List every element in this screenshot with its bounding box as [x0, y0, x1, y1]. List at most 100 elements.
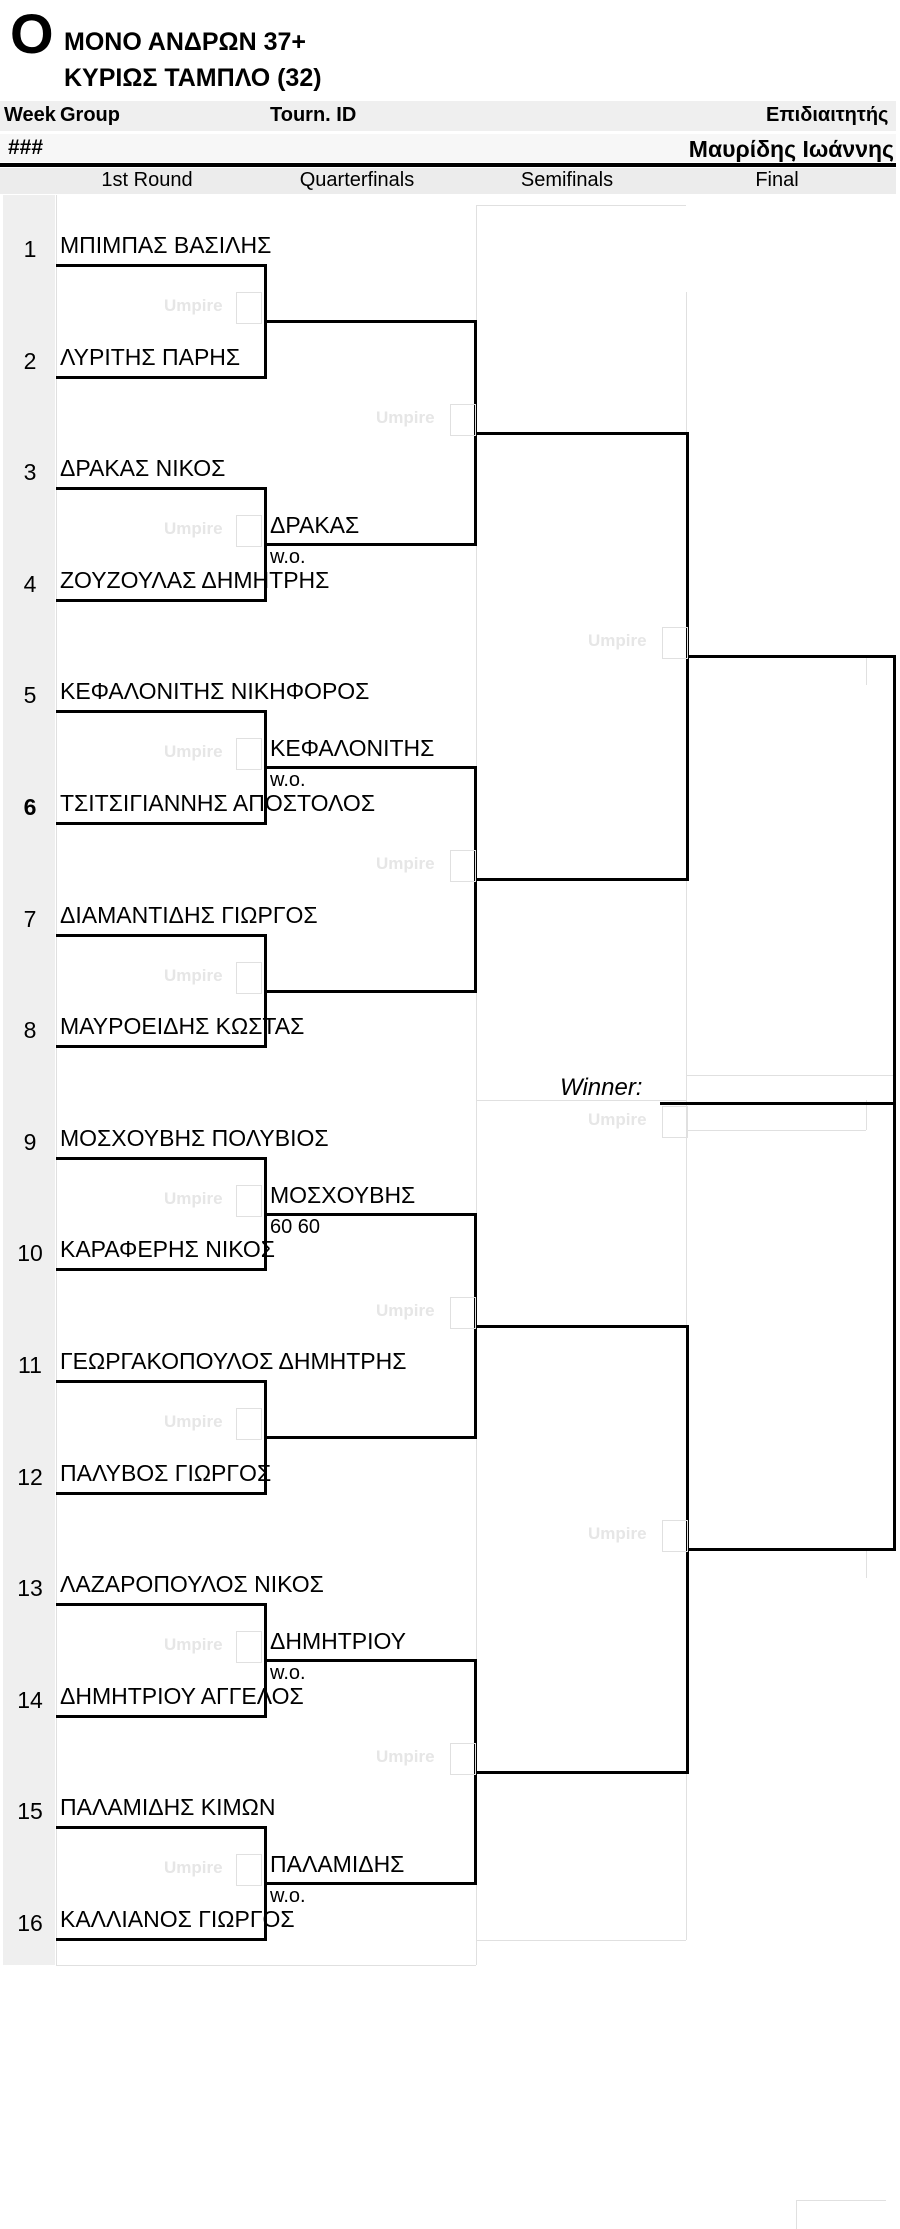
seed-number: 14	[17, 1687, 43, 1713]
seed-column	[3, 195, 55, 1965]
qf-player-name[interactable]: ΠΑΛΑΜΙΔΗΣ	[270, 1851, 405, 1877]
referee-label: Επιδιαιτητής	[766, 104, 889, 126]
tourn-id-label: Tourn. ID	[270, 104, 357, 126]
sf-line	[474, 432, 686, 435]
seed-number: 10	[17, 1240, 43, 1266]
umpire-label: Umpire	[588, 1524, 647, 1543]
umpire-box	[450, 1297, 476, 1329]
grid-line	[476, 1940, 686, 1941]
round-header-bar	[0, 168, 896, 194]
week-value: ###	[8, 136, 44, 159]
header-label-bar	[0, 101, 896, 131]
grid-line	[686, 1075, 896, 1076]
umpire-box	[236, 1631, 262, 1663]
umpire-label: Umpire	[164, 1858, 223, 1877]
umpire-label: Umpire	[164, 742, 223, 761]
player-line	[56, 599, 264, 602]
seed-number: 1	[23, 236, 37, 262]
seed-number: 3	[23, 459, 37, 485]
player-name[interactable]: ΠΑΛΥΒΟΣ ΓΙΩΡΓΟΣ	[60, 1460, 272, 1486]
umpire-box	[236, 1185, 262, 1217]
qf-player-name[interactable]: ΔΡΑΚΑΣ	[270, 512, 360, 538]
sf-line	[474, 1325, 686, 1328]
final-line	[686, 1548, 893, 1551]
week-label: Week	[4, 104, 56, 126]
qf-player-name[interactable]: ΔΗΜΗΤΡΙΟΥ	[270, 1628, 407, 1654]
seed-number: 12	[17, 1464, 43, 1490]
seed-number: 16	[17, 1910, 43, 1936]
round-label-final: Final	[755, 169, 799, 191]
player-name[interactable]: ΔΗΜΗΤΡΙΟΥ ΑΓΓΕΛΟΣ	[60, 1683, 304, 1709]
umpire-label: Umpire	[164, 1635, 223, 1654]
seed-number: 6	[23, 794, 37, 820]
seed-number: 5	[23, 682, 37, 708]
seed-number: 9	[23, 1129, 37, 1155]
seed-number: 7	[23, 906, 37, 932]
seed-number: 4	[23, 571, 37, 597]
umpire-box	[662, 1520, 688, 1552]
player-name[interactable]: ΔΙΑΜΑΝΤΙΔΗΣ ΓΙΩΡΓΟΣ	[60, 902, 318, 928]
grid-line	[686, 292, 687, 1940]
player-name[interactable]: ΛΥΡΙΤΗΣ ΠΑΡΗΣ	[60, 344, 241, 370]
referee-name: Μαυρίδης Ιωάννης	[688, 136, 894, 162]
umpire-label: Umpire	[164, 1189, 223, 1208]
grid-line	[686, 1130, 866, 1131]
qf-player-name[interactable]: ΚΕΦΑΛΟΝΙΤΗΣ	[270, 735, 435, 761]
grid-line	[796, 2200, 886, 2201]
match-score: 60 60	[270, 1216, 321, 1238]
qf-line	[264, 1436, 474, 1439]
draw-title: ΚΥΡΙΩΣ ΤΑΜΠΛΟ (32)	[64, 64, 322, 92]
match-score: w.o.	[270, 1662, 306, 1684]
player-name[interactable]: ΚΑΛΛΙΑΝΟΣ ΓΙΩΡΓΟΣ	[60, 1906, 295, 1932]
umpire-box	[450, 850, 476, 882]
header-value-bar	[0, 134, 896, 162]
umpire-label: Umpire	[164, 966, 223, 985]
player-name[interactable]: ΜΟΣΧΟΥΒΗΣ ΠΟΛΥΒΙΟΣ	[60, 1125, 329, 1151]
match-score: w.o.	[270, 769, 306, 791]
player-name[interactable]: ΠΑΛΑΜΙΔΗΣ ΚΙΜΩΝ	[60, 1794, 276, 1820]
player-name[interactable]: ΚΕΦΑΛΟΝΙΤΗΣ ΝΙΚΗΦΟΡΟΣ	[60, 678, 370, 704]
player-name[interactable]: ΛΑΖΑΡΟΠΟΥΛΟΣ ΝΙΚΟΣ	[60, 1571, 324, 1597]
umpire-box	[236, 1408, 262, 1440]
umpire-box	[236, 515, 262, 547]
umpire-label: Umpire	[376, 408, 435, 427]
grid-line	[796, 2200, 797, 2229]
umpire-label: Umpire	[588, 1110, 647, 1129]
qf-line	[264, 1659, 474, 1662]
umpire-box	[662, 627, 688, 659]
sf-line	[474, 878, 686, 881]
logo-letter: O	[10, 2, 54, 65]
qf-line	[264, 1882, 474, 1885]
player-line	[56, 376, 264, 379]
qf-line	[264, 766, 474, 769]
player-line	[56, 1492, 264, 1495]
player-name[interactable]: ΓΕΩΡΓΑΚΟΠΟΥΛΟΣ ΔΗΜΗΤΡΗΣ	[60, 1348, 407, 1374]
umpire-label: Umpire	[164, 1412, 223, 1431]
round-label-quarterfinals: Quarterfinals	[299, 169, 415, 191]
seed-number: 15	[17, 1798, 43, 1824]
qf-player-name[interactable]: ΜΟΣΧΟΥΒΗΣ	[270, 1182, 416, 1208]
player-line	[56, 710, 264, 713]
player-line	[56, 1715, 264, 1718]
umpire-box	[662, 1106, 688, 1138]
player-name[interactable]: ΖΟΥΖΟΥΛΑΣ ΔΗΜΗΤΡΗΣ	[60, 567, 330, 593]
player-name[interactable]: ΜΑΥΡΟΕΙΔΗΣ ΚΩΣΤΑΣ	[60, 1013, 305, 1039]
player-name[interactable]: ΔΡΑΚΑΣ ΝΙΚΟΣ	[60, 455, 226, 481]
match-score: w.o.	[270, 1885, 306, 1907]
qf-line	[264, 990, 474, 993]
umpire-label: Umpire	[376, 1301, 435, 1320]
player-name[interactable]: ΜΠΙΜΠΑΣ ΒΑΣΙΛΗΣ	[60, 232, 272, 258]
player-line	[56, 1938, 264, 1941]
umpire-box	[236, 292, 262, 324]
player-line	[56, 1045, 264, 1048]
winner-label: Winner:	[560, 1074, 643, 1101]
event-title: ΜΟΝΟ ΑΝΔΡΩΝ 37+	[64, 28, 306, 56]
player-name[interactable]: ΚΑΡΑΦΕΡΗΣ ΝΙΚΟΣ	[60, 1236, 275, 1262]
grid-line	[866, 1100, 867, 1130]
grid-line	[866, 657, 867, 685]
sf-line	[474, 1771, 686, 1774]
match-score: w.o.	[270, 546, 306, 568]
player-name[interactable]: ΤΣΙΤΣΙΓΙΑΝΝΗΣ ΑΠΟΣΤΟΛΟΣ	[60, 790, 376, 816]
umpire-label: Umpire	[164, 296, 223, 315]
grid-line	[476, 205, 477, 1965]
